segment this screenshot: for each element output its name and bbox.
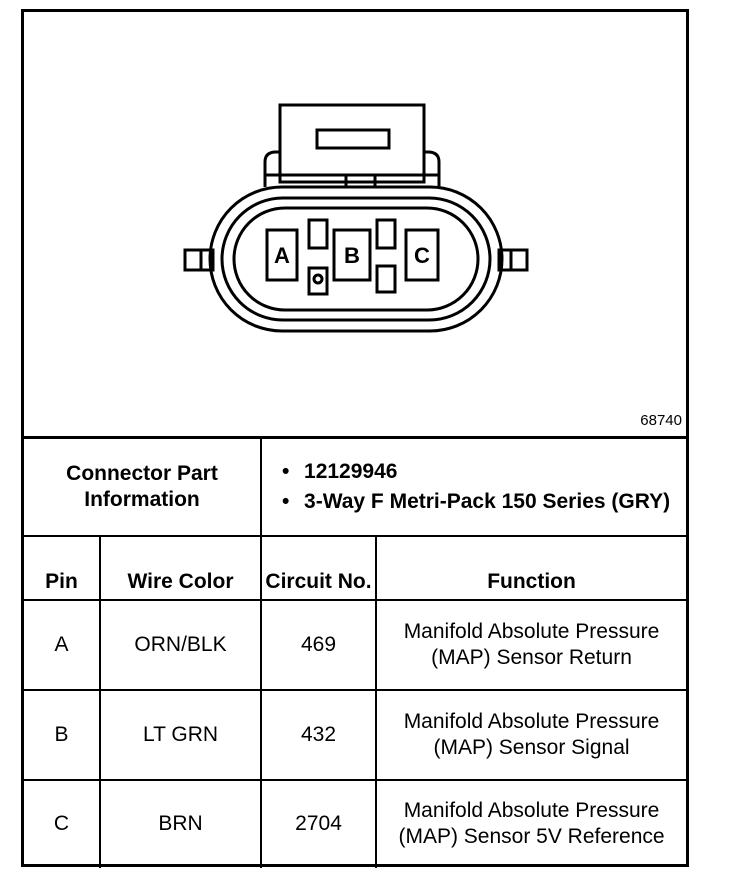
function-cell: Manifold Absolute Pressure (MAP) Sensor …: [375, 778, 687, 868]
key-bottom-right: [375, 264, 397, 294]
figure-number: 68740: [640, 412, 682, 429]
pin-label-a: A: [274, 243, 290, 268]
right-ear: [497, 248, 529, 272]
pinout-table: Connector Part Information 12129946 3-Wa…: [24, 436, 687, 868]
connector-housing: [208, 185, 504, 333]
left-ear: [183, 248, 215, 272]
connector-frame: A B C 68740 Connector Part Information 1…: [21, 9, 689, 868]
table-row: C BRN 2704 Manifold Absolute Pressure (M…: [24, 778, 687, 868]
header-circuit: Circuit No.: [260, 534, 378, 601]
function-cell: Manifold Absolute Pressure (MAP) Sensor …: [375, 688, 687, 781]
header-function: Function: [375, 534, 687, 601]
tab-slot: [315, 128, 391, 150]
key-top-left: [307, 218, 329, 250]
pin-label-b: B: [344, 243, 360, 268]
wire-color-cell: ORN/BLK: [98, 598, 263, 691]
pin-cell: A: [24, 598, 101, 691]
right-shoulder: [424, 150, 441, 187]
connector-type: 3-Way F Metri-Pack 150 Series (GRY): [282, 489, 686, 515]
key-top-right: [375, 218, 397, 250]
wire-color-cell: BRN: [98, 778, 263, 868]
connector-face-inner: [232, 206, 480, 312]
locking-tab: [278, 103, 426, 184]
cavity-c: [404, 228, 440, 282]
function-cell: Manifold Absolute Pressure (MAP) Sensor …: [375, 598, 687, 691]
circuit-cell: 432: [260, 688, 378, 781]
header-pin: Pin: [24, 534, 101, 601]
key-dot: [312, 273, 324, 285]
connector-face-outer: [220, 196, 492, 322]
table-header-row: Pin Wire Color Circuit No. Function: [24, 534, 687, 601]
connector-drawing: A B C: [183, 103, 529, 333]
circuit-cell: 2704: [260, 778, 378, 868]
table-row: A ORN/BLK 469 Manifold Absolute Pressure…: [24, 598, 687, 691]
connector-info-list: 12129946 3-Way F Metri-Pack 150 Series (…: [260, 436, 687, 537]
circuit-cell: 469: [260, 598, 378, 691]
pin-label-c: C: [414, 243, 430, 268]
header-wire-color: Wire Color: [98, 534, 263, 601]
cavity-a: [265, 228, 299, 282]
connector-diagram: A B C 68740: [24, 12, 686, 436]
table-row: B LT GRN 432 Manifold Absolute Pressure …: [24, 688, 687, 781]
pin-cell: B: [24, 688, 101, 781]
left-shoulder: [263, 150, 280, 187]
connector-info-label: Connector Part Information: [24, 436, 263, 537]
key-bottom-left: [307, 266, 329, 296]
pin-cell: C: [24, 778, 101, 868]
connector-part-number: 12129946: [282, 459, 686, 485]
connector-info-row: Connector Part Information 12129946 3-Wa…: [24, 436, 687, 537]
wire-color-cell: LT GRN: [98, 688, 263, 781]
cavity-b: [332, 228, 372, 282]
